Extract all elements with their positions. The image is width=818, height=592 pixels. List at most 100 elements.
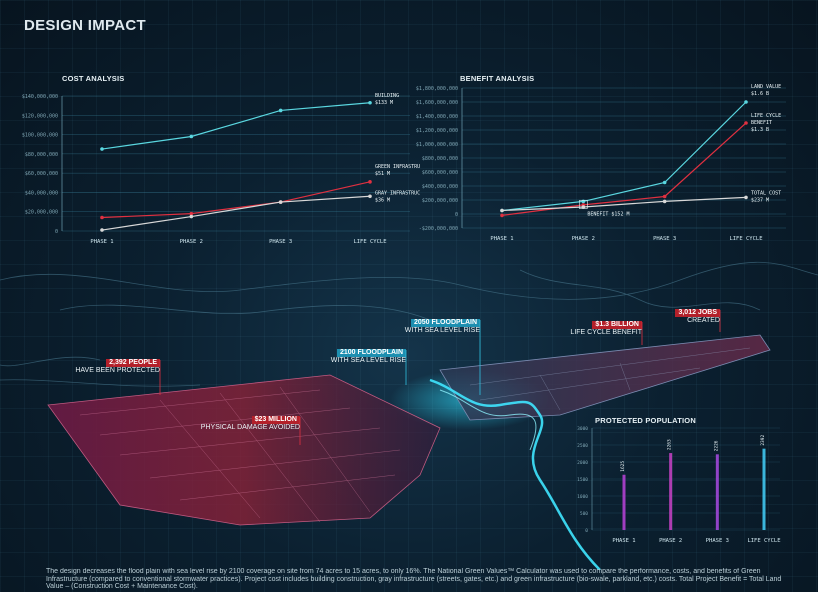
y-tick-label: 0 — [55, 229, 58, 235]
series-line — [101, 181, 371, 219]
site-map-illustration — [0, 261, 818, 570]
x-tick-label: PHASE 2 — [659, 538, 682, 544]
data-point — [500, 208, 504, 213]
x-tick-label: PHASE 2 — [180, 239, 203, 245]
callout-floodplain-2050-highlight: 2050 FLOODPLAIN — [410, 319, 480, 327]
data-point — [662, 180, 667, 185]
y-tick-label: 1500 — [577, 477, 588, 483]
data-point — [581, 205, 586, 209]
series-name-label: GREEN INFRASTRUCTURE — [375, 164, 420, 170]
y-tick-label: 0 — [585, 528, 588, 534]
data-point — [744, 195, 748, 200]
series-line — [101, 102, 371, 150]
data-point — [744, 100, 748, 104]
callout-jobs-highlight: 3,012 JOBS — [675, 309, 720, 317]
cost-analysis-chart: $140,000,000 $120,000,000 $100,000,000 $80,… — [22, 93, 420, 245]
callout-life-cycle-benefit: $1.3 BILLION LIFE CYCLE BENEFIT — [556, 321, 642, 337]
benefit-analysis-chart: $1,800,000,000$1,600,000,000$1,400,000,0… — [416, 84, 786, 242]
series-value-label: $36 M — [375, 197, 390, 203]
callout-floodplain-2100: 2100 FLOODPLAIN WITH SEA LEVEL RISE — [310, 349, 406, 365]
y-tick-label: $100,000,000 — [22, 133, 58, 139]
data-point — [662, 199, 667, 204]
y-tick-label: 500 — [580, 511, 588, 517]
callout-people-protected: 2,392 PEOPLE HAVE BEEN PROTECTED — [60, 359, 160, 375]
y-tick-label: $1,800,000,000 — [416, 86, 458, 92]
data-point — [189, 134, 194, 139]
x-tick-label: PHASE 3 — [706, 538, 729, 544]
annotation-label: BENEFIT $152 M — [587, 212, 629, 218]
data-point — [744, 121, 748, 125]
callout-floodplain-2100-highlight: 2100 FLOODPLAIN — [336, 349, 406, 357]
y-tick-label: $120,000,000 — [22, 113, 58, 119]
y-tick-label: $1,400,000,000 — [416, 114, 458, 120]
bar-value-label: 2263 — [667, 439, 673, 450]
series-name-label: BUILDING — [375, 93, 399, 99]
y-tick-label: $60,000,000 — [25, 171, 58, 177]
y-tick-label: $40,000,000 — [25, 190, 58, 196]
series-line — [101, 195, 371, 231]
y-tick-label: $140,000,000 — [22, 94, 58, 100]
series-value-label: $133 M — [375, 100, 393, 106]
bar-value-label: 2392 — [760, 435, 766, 446]
callout-floodplain-2050: 2050 FLOODPLAIN WITH SEA LEVEL RISE — [384, 319, 480, 335]
series-name-label: TOTAL COST — [751, 190, 781, 196]
data-point — [189, 214, 194, 219]
callout-benefit-sub: LIFE CYCLE BENEFIT — [570, 329, 642, 336]
callout-damage-avoided: $23 MILLION PHYSICAL DAMAGE AVOIDED — [180, 416, 300, 432]
data-point — [278, 200, 283, 204]
x-tick-label: PHASE 2 — [572, 236, 595, 242]
population-chart-title: PROTECTED POPULATION — [595, 416, 696, 425]
bar — [762, 448, 766, 530]
callout-jobs-sub: CREATED — [687, 317, 720, 324]
data-point — [581, 199, 586, 204]
data-point — [100, 147, 104, 151]
data-point — [100, 228, 104, 232]
x-tick-label: LIFE CYCLE — [747, 538, 780, 544]
bar — [669, 453, 673, 530]
bar — [715, 454, 719, 530]
series-line — [501, 101, 747, 212]
y-tick-label: -$200,000,000 — [419, 226, 458, 232]
series-line — [501, 196, 747, 212]
data-point — [500, 213, 504, 218]
x-tick-label: LIFE CYCLE — [729, 236, 762, 242]
series-value-label: $1.6 B — [751, 91, 769, 97]
y-tick-label: $1,200,000,000 — [416, 128, 458, 134]
data-point — [368, 100, 372, 105]
x-tick-label: PHASE 1 — [90, 239, 113, 245]
y-tick-label: $1,000,000,000 — [416, 142, 458, 148]
page-title: DESIGN IMPACT — [24, 17, 146, 34]
callout-floodplain-2050-sub: WITH SEA LEVEL RISE — [404, 327, 480, 334]
data-point — [368, 194, 372, 199]
callout-damage-sub: PHYSICAL DAMAGE AVOIDED — [200, 424, 300, 431]
y-tick-label: $400,000,000 — [422, 184, 458, 190]
bar-value-label: 1625 — [620, 461, 626, 472]
series-value-label: $1.3 B — [751, 127, 769, 133]
x-tick-label: PHASE 1 — [612, 538, 635, 544]
y-tick-label: 0 — [455, 212, 458, 218]
series-line — [501, 122, 747, 216]
data-point — [100, 215, 104, 220]
x-tick-label: PHASE 1 — [490, 236, 513, 242]
series-value-label: $51 M — [375, 171, 390, 177]
x-tick-label: LIFE CYCLE — [353, 239, 386, 245]
y-tick-label: $80,000,000 — [25, 152, 58, 158]
y-tick-label: $200,000,000 — [422, 198, 458, 204]
series-name-label: LAND VALUE — [751, 84, 781, 90]
bar-value-label: 2226 — [713, 440, 719, 451]
y-tick-label: 1000 — [577, 494, 588, 500]
benefit-chart-title: BENEFIT ANALYSIS — [460, 74, 535, 83]
data-point — [189, 211, 194, 216]
series-value-label: $237 M — [751, 197, 769, 203]
footer-description: The design decreases the flood plain wit… — [46, 568, 782, 591]
y-tick-label: $600,000,000 — [422, 170, 458, 176]
series-name-label: GRAY INFRASTRUCTURE — [375, 190, 420, 196]
y-tick-label: 2500 — [577, 443, 588, 449]
data-point — [278, 108, 283, 113]
y-tick-label: 3000 — [577, 426, 588, 432]
y-tick-label: $800,000,000 — [422, 156, 458, 162]
series-name-label: LIFE CYCLE — [751, 113, 781, 119]
bar — [622, 474, 626, 530]
callout-people-highlight: 2,392 PEOPLE — [106, 359, 160, 367]
